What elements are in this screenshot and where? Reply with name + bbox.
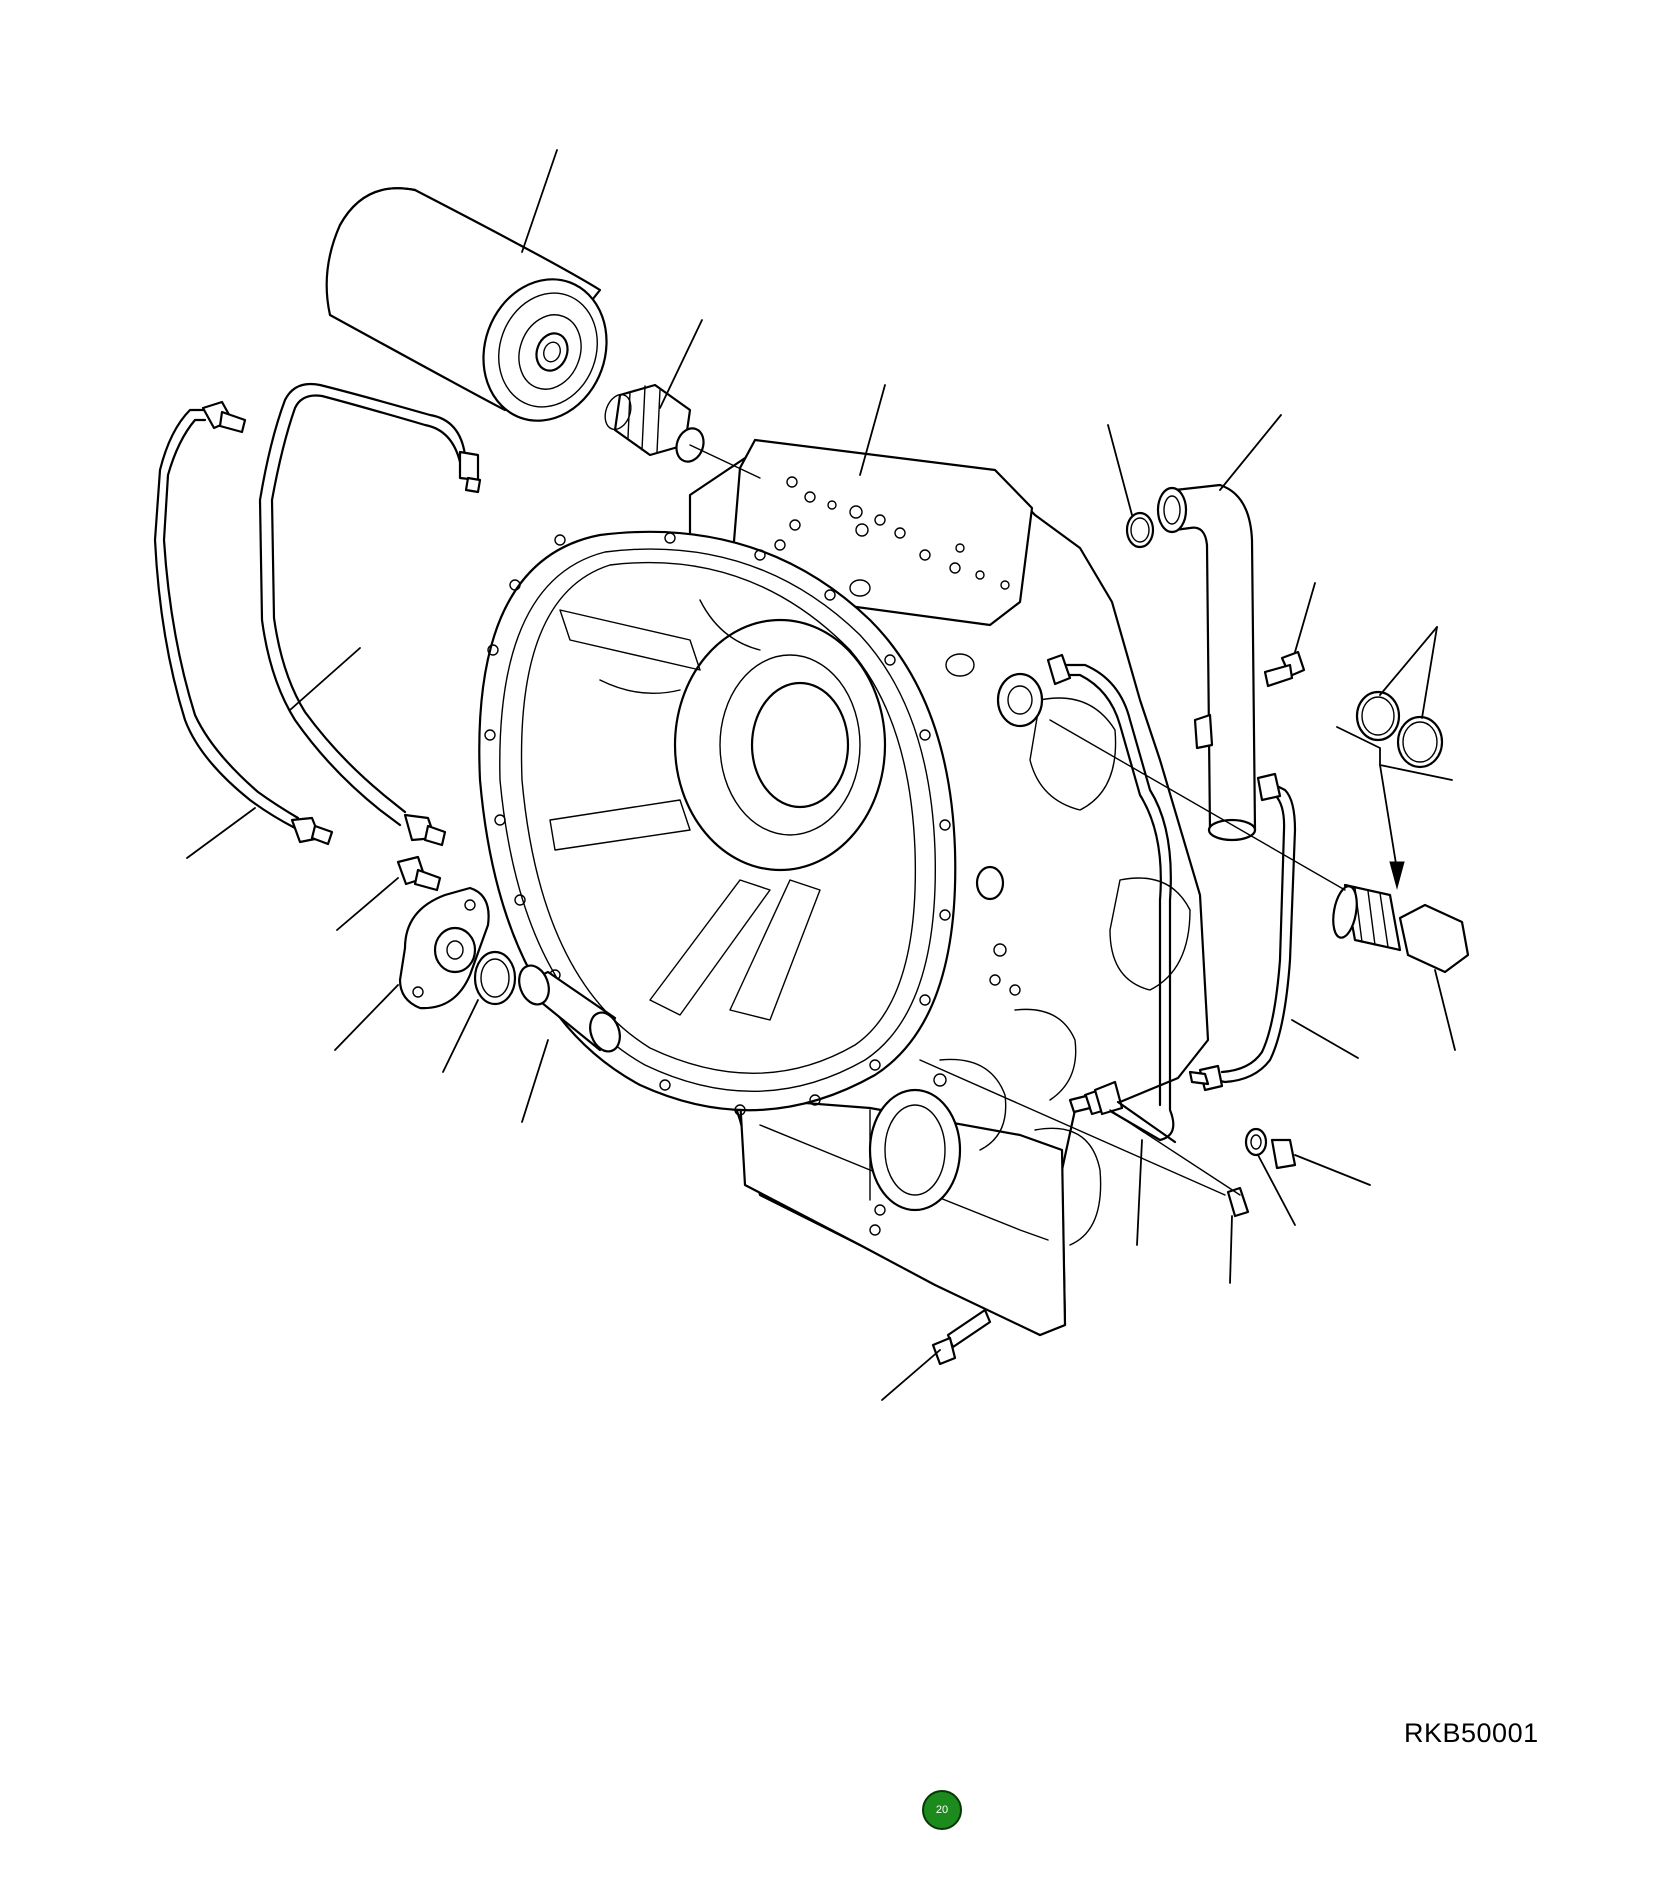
hydraulic-tube-icon (153, 400, 334, 846)
plug-icon (1226, 1138, 1297, 1218)
bell-housing-flange-icon (478, 530, 957, 1116)
assembly-centerlines (689, 444, 1346, 1196)
bolt-icon (1263, 650, 1306, 688)
o-ring-icon (473, 950, 517, 1006)
hydraulic-tube-icon (258, 382, 482, 847)
sleeve-icon (518, 964, 621, 1053)
oil-filter-icon (325, 187, 608, 422)
fitting-icon (1093, 1080, 1177, 1144)
elbow-pipe-icon (1156, 483, 1257, 842)
filter-adapter-fitting-icon (604, 383, 705, 463)
hydraulic-tube-icon (1188, 772, 1297, 1092)
hex-plug-icon (1332, 883, 1470, 974)
leader-lines (186, 149, 1456, 1401)
cover-plate-icon (398, 886, 490, 1010)
bolt-icon (396, 855, 442, 892)
bolt-icon (931, 1308, 992, 1366)
page-number-badge[interactable]: 20 (922, 1790, 962, 1830)
o-ring-icon (1125, 511, 1155, 549)
o-ring-pair-icon (1355, 690, 1444, 769)
drawing-code: RKB50001 (1404, 1718, 1539, 1748)
washer-icon (1244, 1127, 1268, 1157)
